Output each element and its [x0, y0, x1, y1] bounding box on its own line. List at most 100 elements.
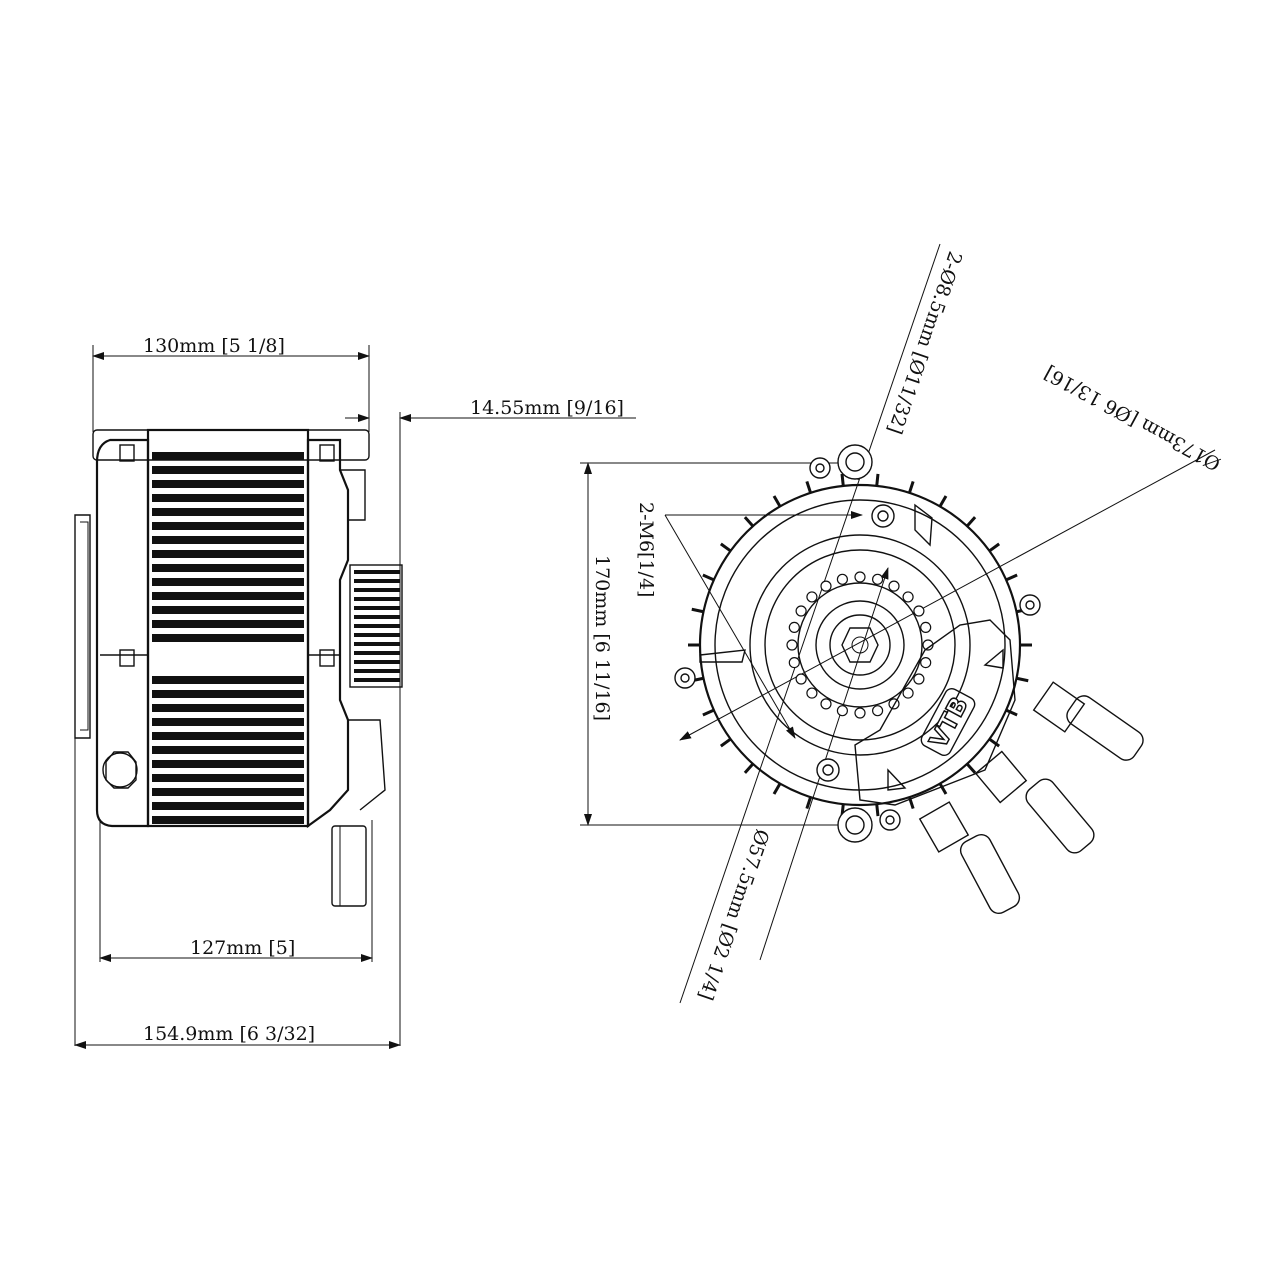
sprocket-tooth	[913, 605, 925, 617]
spline-tooth	[354, 678, 400, 682]
spline-tooth	[354, 633, 400, 637]
front-fin	[965, 762, 977, 774]
front-fin	[719, 737, 732, 748]
front-fin	[875, 803, 880, 817]
sprocket-tooth	[871, 573, 884, 585]
cooling-fin	[152, 452, 304, 460]
cooling-fin	[152, 816, 304, 824]
locator-tab-left	[699, 649, 746, 663]
cooling-fin	[152, 522, 304, 530]
cooling-fin	[152, 704, 304, 712]
cooling-fin	[152, 606, 304, 614]
front-fin	[875, 473, 880, 487]
dim-154-9mm: 154.9mm [6 3/32]	[74, 1023, 401, 1049]
sprocket-tooth	[902, 591, 914, 603]
front-fin	[702, 573, 715, 582]
cooling-fin	[152, 718, 304, 726]
sprocket-tooth	[920, 656, 932, 669]
spline-tooth	[354, 615, 400, 619]
front-fin	[965, 516, 977, 528]
dim-2-m6-label: 2-M6[1/4]	[635, 502, 657, 597]
sprocket-tooth	[913, 673, 925, 685]
sprocket-tooth	[854, 571, 866, 583]
sprocket-tooth	[871, 705, 884, 717]
spline-tooth	[354, 669, 400, 673]
front-fin	[691, 607, 704, 614]
front-fin	[938, 495, 948, 508]
sprocket-tooth	[820, 698, 832, 710]
front-fin	[805, 480, 812, 494]
cooling-fin	[152, 634, 304, 642]
front-fin	[1005, 708, 1018, 717]
sprocket-tooth	[788, 621, 800, 634]
dim-2-holes-label: 2-Ø8.5mm [Ø11/32]	[883, 248, 966, 436]
locator-tab-top	[914, 503, 933, 547]
cooling-fin	[152, 480, 304, 488]
cable-gland-3	[918, 801, 1021, 915]
cable-gland-2	[974, 750, 1095, 854]
sprocket-tooth	[854, 707, 866, 719]
dim-2-m6: 2-M6[1/4]	[635, 502, 863, 739]
front-cooling-fins	[688, 473, 1032, 817]
spline-tooth	[354, 588, 400, 592]
front-fin	[743, 516, 755, 528]
sprocket-tooth	[888, 580, 900, 592]
front-fin	[772, 495, 782, 508]
front-view: 170mm [6 11/16] 2-M6[1/4] 2-Ø8.5mm [Ø11/…	[580, 243, 1225, 1004]
dim-170mm-label: 170mm [6 11/16]	[591, 555, 613, 721]
front-fin	[805, 796, 812, 810]
front-fin	[840, 473, 845, 487]
spline-tooth	[354, 597, 400, 601]
dim-14-55mm-label: 14.55mm [9/16]	[470, 397, 624, 419]
cooling-fin	[152, 578, 304, 586]
dim-outer-dia: Ø173mm [Ø6 13/16]	[679, 362, 1225, 741]
cable-gland-1	[1032, 681, 1144, 761]
front-fin	[988, 737, 1001, 748]
dim-154-9mm-label: 154.9mm [6 3/32]	[143, 1023, 315, 1045]
controller-housing	[854, 619, 1016, 806]
motor-front-body	[698, 483, 1022, 807]
arrow-marker-right	[983, 648, 1004, 669]
cooling-fin	[152, 550, 304, 558]
shaft-spline-teeth	[354, 570, 400, 682]
bolt-heads	[674, 457, 1041, 831]
cooling-fin	[152, 494, 304, 502]
sprocket-tooth	[806, 687, 818, 699]
spline-tooth	[354, 642, 400, 646]
dim-127mm-label: 127mm [5]	[190, 937, 295, 959]
mounting-hole-bottom	[837, 807, 873, 843]
front-fin	[1016, 676, 1029, 683]
cooling-fin	[152, 592, 304, 600]
sprocket-tooth	[786, 639, 798, 651]
cooling-fin	[152, 564, 304, 572]
cooling-fin	[152, 536, 304, 544]
motor-side-body	[74, 428, 403, 907]
sprocket-tooth	[788, 656, 800, 669]
sprocket-tooth	[795, 673, 807, 685]
cooling-fin	[152, 788, 304, 796]
front-fin	[702, 708, 715, 717]
front-fin	[719, 542, 732, 553]
dim-outer-dia-label: Ø173mm [Ø6 13/16]	[1041, 362, 1225, 475]
spline-tooth	[354, 624, 400, 628]
cooling-fin	[152, 760, 304, 768]
cooling-fin	[152, 690, 304, 698]
sprocket-tooth	[902, 687, 914, 699]
dim-14-55mm: 14.55mm [9/16]	[345, 397, 636, 422]
front-fin	[908, 480, 915, 494]
sprocket-tooth	[836, 705, 849, 717]
front-fin	[1005, 573, 1018, 582]
sprocket-tooth	[836, 573, 849, 585]
vtb-logo: VTB	[920, 688, 976, 756]
front-fin	[772, 782, 782, 795]
mounting-hole-top	[837, 444, 873, 480]
side-view: 130mm [5 1/8] 14.55mm [9/16] 127mm [5] 1…	[74, 335, 636, 1049]
arrow-marker-bottom	[887, 768, 907, 791]
spline-tooth	[354, 570, 400, 574]
cooling-fin	[152, 508, 304, 516]
dim-170mm: 170mm [6 11/16]	[584, 462, 613, 826]
cooling-fin	[152, 746, 304, 754]
dim-127mm: 127mm [5]	[99, 937, 373, 962]
